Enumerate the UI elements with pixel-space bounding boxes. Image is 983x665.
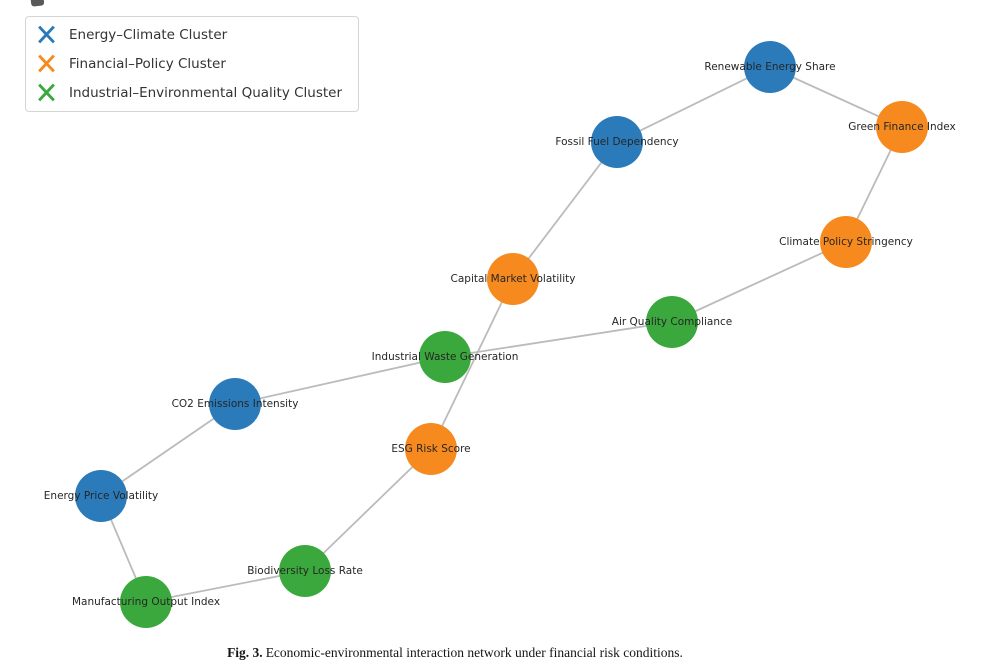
network-node bbox=[209, 378, 261, 430]
network-node bbox=[419, 331, 471, 383]
legend-label-industrial-environmental: Industrial–Environmental Quality Cluster bbox=[69, 84, 343, 101]
network-edge bbox=[671, 241, 847, 323]
network-node-label: Green Finance Index bbox=[848, 120, 956, 133]
network-node-label: Air Quality Compliance bbox=[611, 315, 733, 328]
network-node bbox=[820, 216, 872, 268]
network-node bbox=[591, 116, 643, 168]
network-node-label: Capital Market Volatility bbox=[450, 272, 576, 285]
figure-caption: Fig. 3.Economic-environmental interactio… bbox=[0, 645, 910, 661]
network-edge bbox=[304, 448, 432, 572]
network-node-label: Fossil Fuel Dependency bbox=[555, 135, 679, 148]
network-node bbox=[744, 41, 796, 93]
x-marker-icon bbox=[38, 25, 55, 44]
caption-figure-number: Fig. 3. bbox=[227, 645, 263, 660]
x-marker-icon bbox=[38, 54, 55, 73]
cluster-legend: Energy–Climate Cluster Financial–Policy … bbox=[25, 16, 360, 112]
network-edge bbox=[430, 278, 514, 450]
network-node bbox=[646, 296, 698, 348]
network-edge bbox=[512, 141, 618, 280]
network-node bbox=[75, 470, 127, 522]
network-node bbox=[120, 576, 172, 628]
x-marker-icon bbox=[38, 83, 55, 102]
network-node-label: ESG Risk Score bbox=[391, 442, 471, 455]
network-node-label: Energy Price Volatility bbox=[43, 489, 159, 502]
network-node-label: Industrial Waste Generation bbox=[371, 350, 519, 363]
network-node-label: Biodiversity Loss Rate bbox=[247, 564, 363, 577]
legend-item-industrial-environmental: Industrial–Environmental Quality Cluster bbox=[34, 81, 344, 104]
network-node bbox=[487, 253, 539, 305]
network-edge bbox=[145, 570, 306, 603]
network-node bbox=[876, 101, 928, 153]
network-node bbox=[279, 545, 331, 597]
legend-item-financial-policy: Financial–Policy Cluster bbox=[34, 52, 344, 75]
network-edge bbox=[444, 321, 673, 358]
network-edge bbox=[616, 66, 771, 143]
network-edge bbox=[234, 356, 446, 405]
legend-label-energy-climate: Energy–Climate Cluster bbox=[69, 26, 228, 43]
network-node-label: Renewable Energy Share bbox=[704, 60, 836, 73]
caption-text: Economic-environmental interaction netwo… bbox=[265, 645, 683, 660]
network-node-label: CO2 Emissions Intensity bbox=[171, 397, 299, 410]
network-edge bbox=[100, 403, 236, 497]
legend-item-energy-climate: Energy–Climate Cluster bbox=[34, 23, 344, 46]
legend-label-financial-policy: Financial–Policy Cluster bbox=[69, 55, 226, 72]
network-node-label: Climate Policy Stringency bbox=[779, 235, 913, 248]
network-node bbox=[405, 423, 457, 475]
network-node-label: Manufacturing Output Index bbox=[71, 595, 221, 608]
